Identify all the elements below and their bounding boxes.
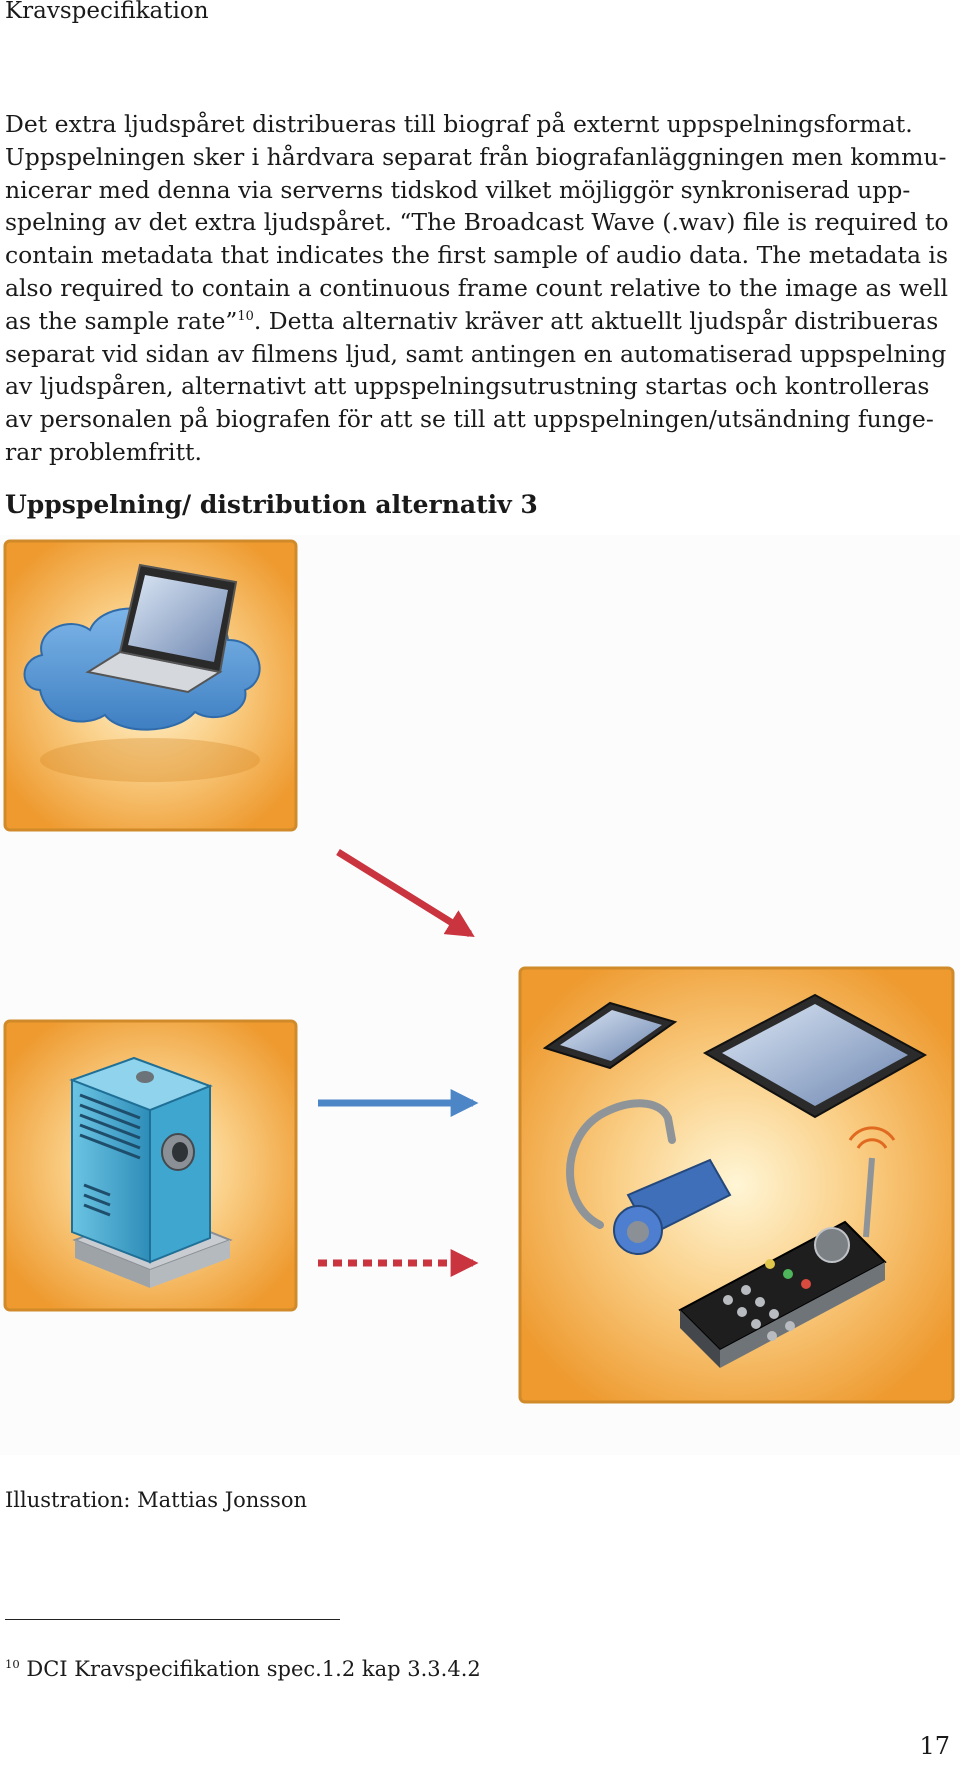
line-text: as the sample rate” [5,306,238,335]
paragraph-line: spelning av det extra ljudspåret. “The B… [5,208,949,237]
paragraph-line: separat vid sidan av filmens ljud, samt … [5,339,947,368]
distribution-illustration [0,535,960,1455]
red-arrow [336,849,475,937]
footnote-text: DCI Kravspecifikation spec.1.2 kap 3.3.4… [19,1657,481,1681]
running-head: Kravspecifikation [5,0,209,24]
footnote-number: 10 [5,1657,20,1671]
paragraph-line: Det extra ljudspåret distribueras till b… [5,110,913,138]
paragraph-line: contain metadata that indicates the firs… [5,241,949,270]
line-text: . Detta alternativ kräver att aktuellt l… [253,306,939,335]
footnote-reference[interactable]: 10 [237,308,254,324]
figure-caption: Illustration: Mattias Jonsson [5,1488,307,1512]
paragraph-line: also required to contain a continuous fr… [5,273,948,302]
paragraph-line: nicerar med denna via serverns tidskod v… [5,175,911,204]
cloud-laptop-icon [3,539,298,832]
mobile-devices-icon [518,966,955,1404]
paragraph-line: av ljudspåren, alternativt att uppspelni… [5,372,930,401]
footnote: 10 DCI Kravspecifikation spec.1.2 kap 3.… [5,1656,481,1682]
projector-icon [3,1019,298,1312]
paragraph-line: as the sample rate”10. Detta alternativ … [5,305,955,338]
footnote-divider [5,1619,340,1620]
paragraph-line: rar problemfritt. [5,437,202,466]
body-paragraph: Det extra ljudspåret distribueras till b… [5,108,955,469]
paragraph-line: av personalen på biografen för att se ti… [5,405,934,434]
paragraph-line: Uppspelningen sker i hårdvara separat fr… [5,142,947,171]
page-number: 17 [919,1732,950,1760]
section-heading: Uppspelning/ distribution alternativ 3 [5,490,538,519]
